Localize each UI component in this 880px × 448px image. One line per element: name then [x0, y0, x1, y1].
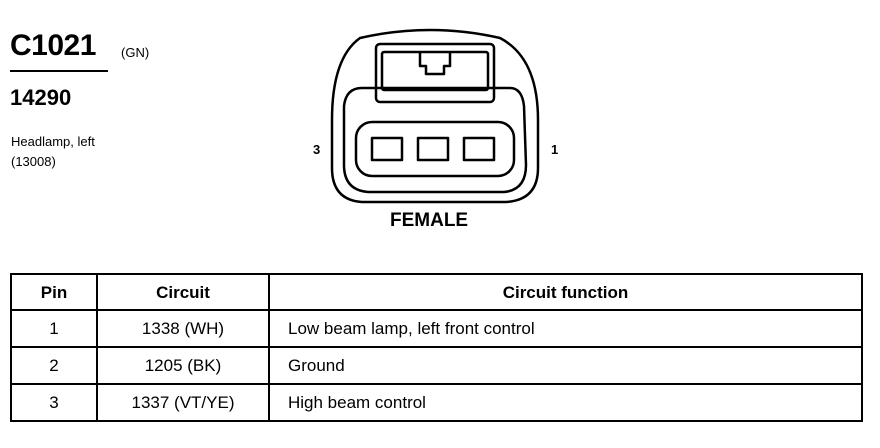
- header-pin: Pin: [10, 273, 98, 311]
- view-label: FEMALE: [390, 210, 469, 231]
- header-circuit-function: Circuit function: [268, 273, 863, 311]
- header-circuit: Circuit: [96, 273, 270, 311]
- pinout-table: Pin Circuit Circuit function 1 1338 (WH)…: [10, 273, 863, 422]
- description-line-2: (13008): [11, 154, 56, 169]
- latch-inner: [380, 50, 490, 92]
- cell-pin: 1: [10, 309, 98, 348]
- cell-function: Low beam lamp, left front control: [268, 309, 863, 348]
- latch-tab: [418, 52, 452, 76]
- cell-pin: 2: [10, 346, 98, 385]
- pin-cavity-3: [370, 136, 404, 162]
- table-row: 3 1337 (VT/YE) High beam control: [10, 383, 863, 422]
- table-header-row: Pin Circuit Circuit function: [10, 273, 863, 311]
- pin-cavity-1: [462, 136, 496, 162]
- housing-inner: [342, 86, 528, 194]
- latch-block: [374, 42, 496, 104]
- table-row: 2 1205 (BK) Ground: [10, 346, 863, 385]
- description-line-1: Headlamp, left: [11, 134, 95, 149]
- cell-pin: 3: [10, 383, 98, 422]
- title-underline: [10, 70, 108, 72]
- connector-face-drawing: [330, 28, 540, 204]
- cell-function: Ground: [268, 346, 863, 385]
- cell-circuit: 1205 (BK): [96, 346, 270, 385]
- pin-cavity-2: [416, 136, 450, 162]
- connector-color: (GN): [121, 45, 150, 60]
- cell-circuit: 1337 (VT/YE): [96, 383, 270, 422]
- cell-function: High beam control: [268, 383, 863, 422]
- table-row: 1 1338 (WH) Low beam lamp, left front co…: [10, 309, 863, 348]
- cavity-outline: [354, 120, 516, 178]
- housing-outer: [330, 28, 540, 204]
- cell-circuit: 1338 (WH): [96, 309, 270, 348]
- connector-id: C1021: [10, 29, 96, 62]
- part-number: 14290: [10, 85, 72, 110]
- pin-label-right: 1: [551, 142, 559, 157]
- pin-label-left: 3: [313, 142, 321, 157]
